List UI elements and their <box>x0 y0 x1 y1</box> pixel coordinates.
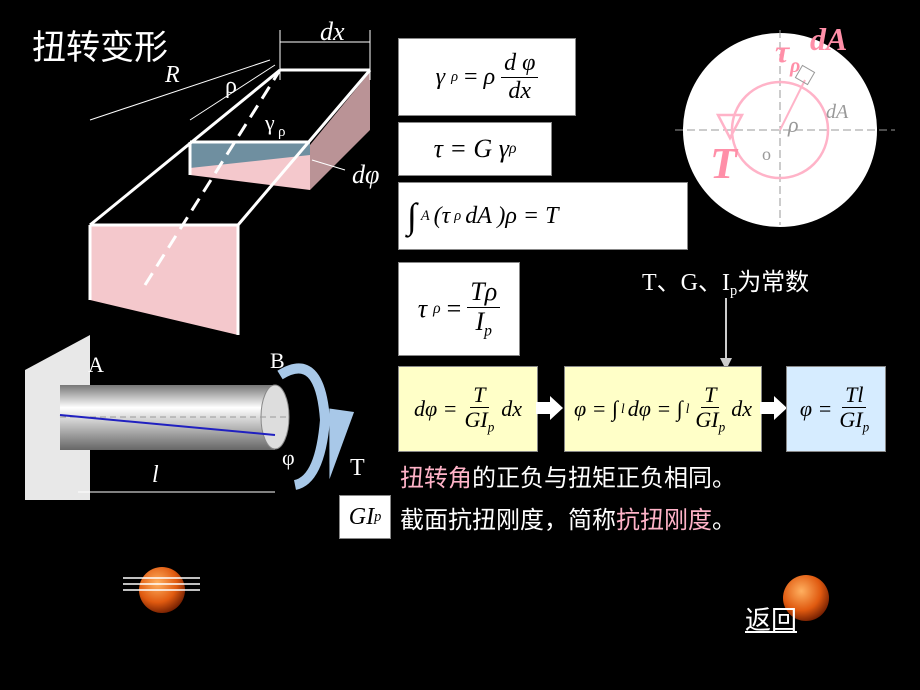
arrow-right-icon-1 <box>536 396 563 420</box>
rho-circle <box>730 80 830 180</box>
twist-angle-sign-note: 扭转角的正负与扭矩正负相同。 <box>400 464 736 492</box>
arrow-right-icon-2 <box>760 396 787 420</box>
label-B: B <box>270 348 285 373</box>
cross-section-diagram: τ ρ dA T ρ dA o <box>675 21 895 227</box>
label-A: A <box>88 352 104 377</box>
label-T: T <box>350 455 365 481</box>
label-phi: φ <box>282 445 295 470</box>
label-circle-rho: ρ <box>787 112 799 137</box>
shear-strip <box>190 142 310 168</box>
label-gamma: γ <box>264 110 275 135</box>
side-face <box>310 72 370 190</box>
label-l: l <box>152 462 159 488</box>
box-outline <box>88 68 372 335</box>
slide-title: 扭转变形 <box>32 28 168 68</box>
dA-element <box>794 64 816 86</box>
decorative-orb-left <box>123 567 200 613</box>
label-tau: τ <box>775 33 791 69</box>
down-arrow <box>720 298 732 370</box>
axis-dashed-line <box>143 69 282 286</box>
decorative-orb-right <box>783 575 829 621</box>
dim-R <box>89 59 271 121</box>
label-tau-sub: ρ <box>789 55 800 77</box>
label-rho: ρ <box>225 73 237 99</box>
label-gamma-sub: ρ <box>278 124 286 140</box>
torque-arrow <box>277 363 331 490</box>
dim-rho <box>189 64 276 121</box>
back-link[interactable]: 返回 <box>745 606 798 636</box>
label-dphi: dφ <box>352 160 379 189</box>
torsion-element-diagram: dx R ρ γ ρ dφ <box>88 20 379 335</box>
label-torque-T: T <box>710 139 739 188</box>
dphi-leader <box>311 159 346 171</box>
front-face <box>90 225 238 335</box>
label-origin: o <box>762 144 771 164</box>
label-dx: dx <box>320 20 345 46</box>
label-R: R <box>164 62 180 88</box>
twisted-line <box>59 414 276 436</box>
torque-sign <box>715 113 745 141</box>
label-tau-dA: dA <box>810 21 847 57</box>
fixed-wall <box>25 335 90 500</box>
label-circle-dA: dA <box>826 101 849 123</box>
torsional-rigidity-note: 截面抗扭刚度，简称抗扭刚度。 <box>400 506 736 534</box>
shaft-diagram: A B l φ T <box>25 335 365 500</box>
constants-note: T、G、Ip为常数 <box>642 270 810 300</box>
